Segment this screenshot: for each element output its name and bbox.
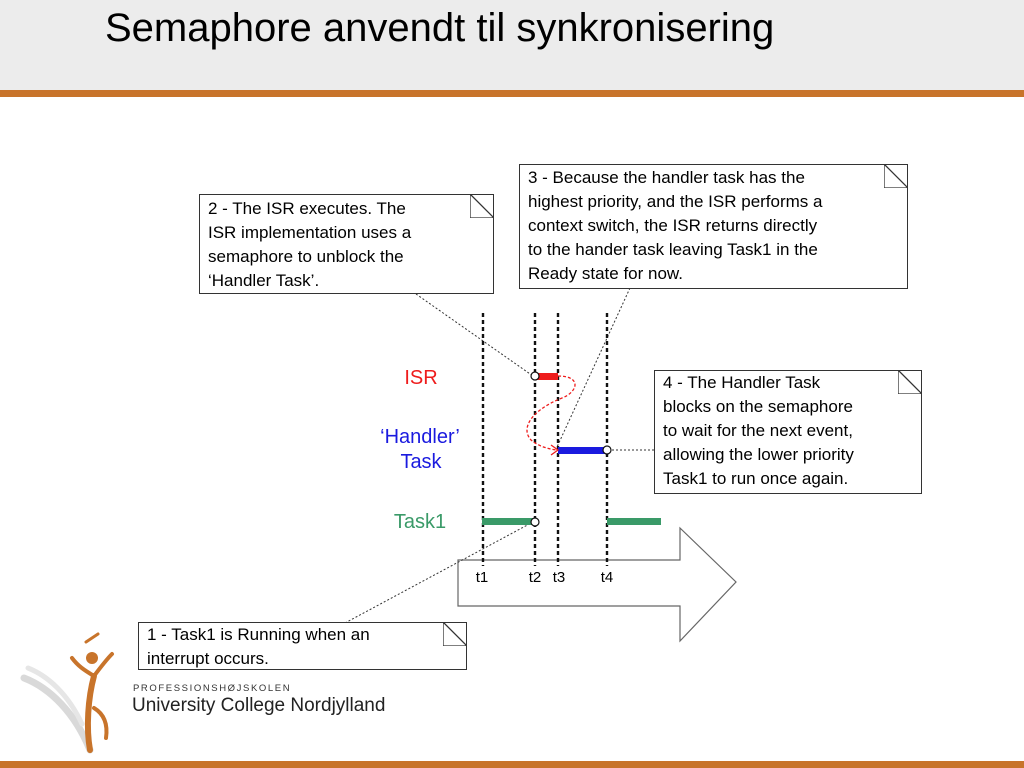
callout-line: ‘Handler Task’. — [208, 271, 320, 290]
task1-interrupt-marker — [530, 517, 540, 527]
callout-line: semaphore to unblock the — [208, 247, 404, 266]
title-bar: Semaphore anvendt til synkronisering — [0, 0, 1024, 90]
callout-line: context switch, the ISR returns directly — [528, 216, 818, 235]
isr-exec-bar — [535, 373, 558, 380]
callout-line: Task1 to run once again. — [663, 469, 849, 488]
row-label-handler: ‘Handler’ — [380, 426, 460, 448]
callout-line: 1 - Task1 is Running when an — [147, 625, 370, 644]
top-accent-rule — [0, 90, 1024, 97]
logo-subtitle: PROFESSIONSHØJSKOLEN — [133, 683, 292, 694]
callout-line: Ready state for now. — [528, 264, 683, 283]
callout-line: highest priority, and the ISR performs a — [528, 192, 823, 211]
slide-title: Semaphore anvendt til synkronisering — [105, 6, 775, 50]
time-label-t2: t2 — [529, 569, 542, 586]
callout-task1-running: 1 - Task1 is Running when an interrupt o… — [138, 622, 467, 670]
leader-c1 — [344, 521, 534, 624]
callout-handler-blocks: 4 - The Handler Task blocks on the semap… — [654, 370, 922, 494]
callout-context-switch: 3 - Because the handler task has the hig… — [519, 164, 908, 289]
folded-corner-icon — [470, 195, 493, 218]
isr-start-marker — [530, 371, 540, 381]
callout-line: to wait for the next event, — [663, 421, 853, 440]
callout-line: 2 - The ISR executes. The — [208, 199, 406, 218]
callout-line: blocks on the semaphore — [663, 397, 853, 416]
callout-line: ISR implementation uses a — [208, 223, 412, 242]
task1-exec-bar-2 — [607, 518, 661, 525]
folded-corner-icon — [443, 623, 466, 646]
college-logo-icon — [20, 632, 114, 754]
time-label-t3: t3 — [553, 569, 566, 586]
leader-c2 — [415, 293, 534, 377]
callout-line: 4 - The Handler Task — [663, 373, 821, 392]
folded-corner-icon — [898, 371, 921, 394]
handler-exec-bar — [558, 447, 607, 454]
row-label-task1: Task1 — [394, 511, 446, 533]
callout-line: to the hander task leaving Task1 in the — [528, 240, 818, 259]
callout-line: interrupt occurs. — [147, 649, 269, 668]
handler-end-marker — [602, 445, 612, 455]
logo-name: University College Nordjylland — [132, 695, 386, 716]
time-label-t4: t4 — [601, 569, 614, 586]
time-label-t1: t1 — [476, 569, 489, 586]
callout-line: allowing the lower priority — [663, 445, 854, 464]
callout-line: 3 - Because the handler task has the — [528, 168, 805, 187]
row-label-handler-task: Task — [400, 451, 442, 473]
folded-corner-icon — [884, 165, 907, 188]
context-switch-curve — [526, 375, 576, 451]
row-label-isr: ISR — [404, 367, 437, 389]
task1-exec-bar-1 — [482, 518, 535, 525]
bottom-accent-rule — [0, 761, 1024, 768]
time-arrow — [457, 526, 737, 643]
leader-c3 — [556, 287, 631, 448]
context-switch-arrowhead — [550, 444, 560, 456]
callout-isr-executes: 2 - The ISR executes. The ISR implementa… — [199, 194, 494, 294]
